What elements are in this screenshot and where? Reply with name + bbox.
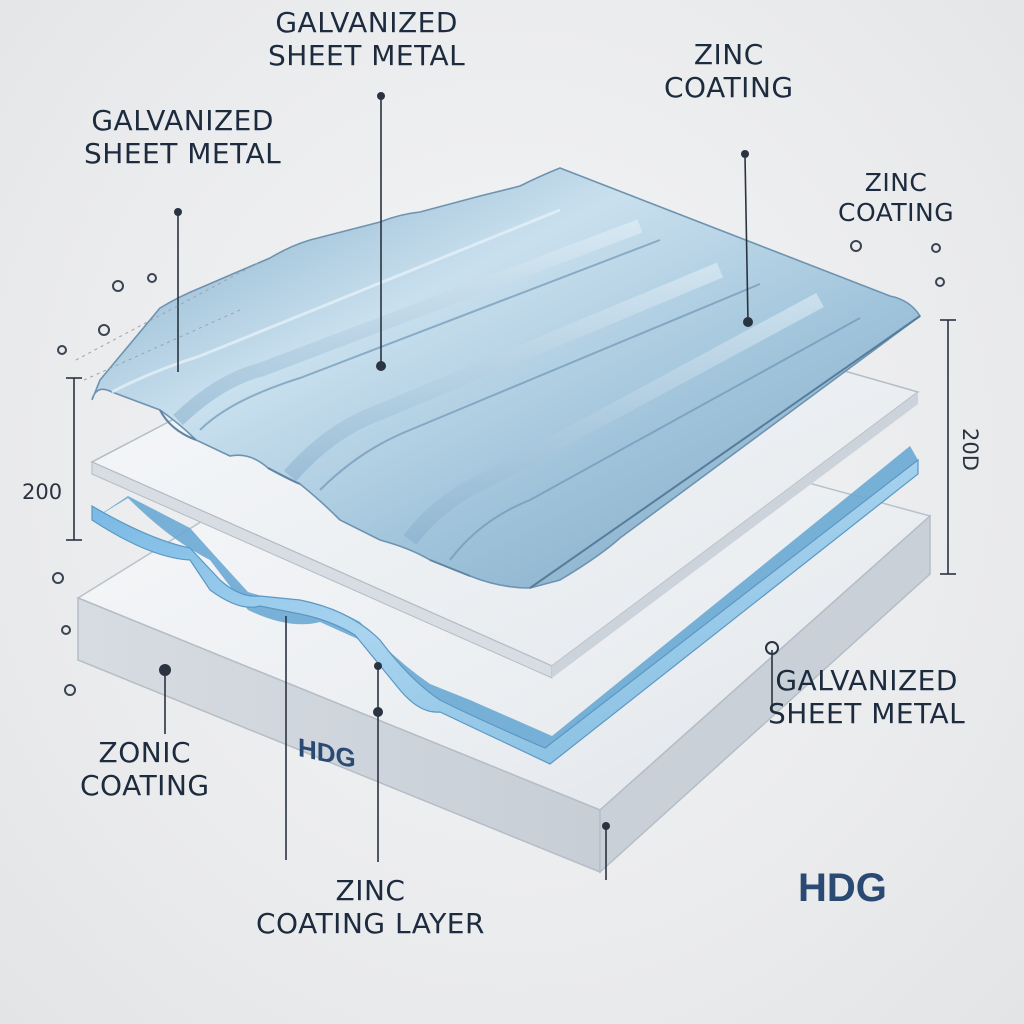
- dimension-right: [940, 319, 956, 575]
- dashed-guides: [75, 261, 261, 381]
- dimension-right-value: 20D: [958, 428, 982, 471]
- dimension-left-value: 200: [22, 480, 63, 504]
- decorative-bubbles: [52, 240, 945, 696]
- zinc-coating-layer: [91, 446, 919, 765]
- dimension-left: [66, 377, 82, 541]
- leader-lines: [164, 98, 773, 880]
- leader-top-right: [744, 155, 749, 323]
- corrugated-steel-sheet: [91, 167, 922, 589]
- hdg-corner-label: HDG: [798, 866, 887, 910]
- leader-dots: [159, 92, 779, 830]
- base-plate-side: [599, 514, 931, 874]
